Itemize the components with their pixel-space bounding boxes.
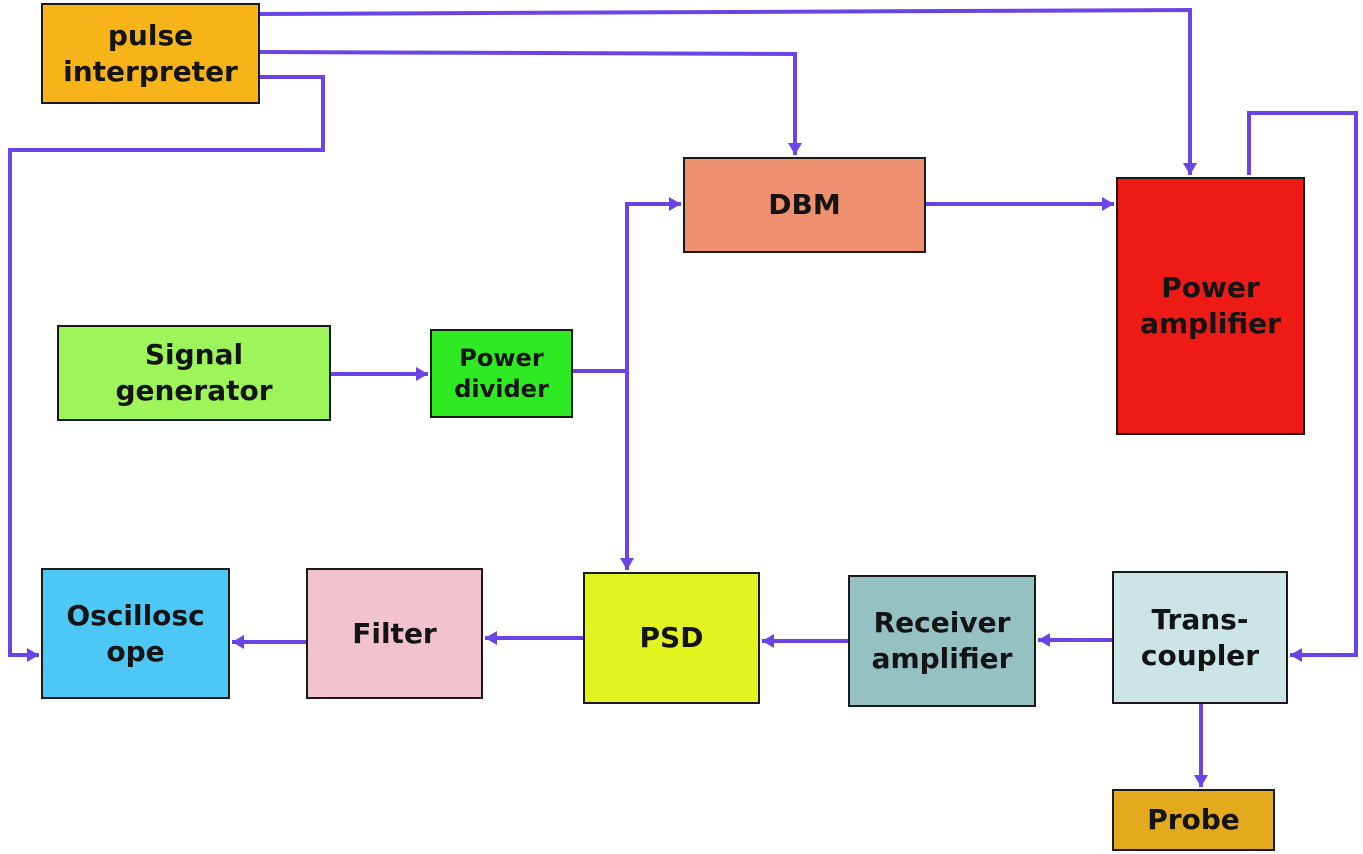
- filter-block: Filter: [306, 568, 483, 699]
- psd-to-filter-wire-arrowhead: [485, 631, 497, 645]
- power-amplifier-to-coupler-wire-arrowhead: [1290, 648, 1302, 662]
- pulse-to-oscilloscope-wire-arrowhead: [27, 648, 39, 662]
- filter-to-oscilloscope-wire-arrowhead: [232, 635, 244, 649]
- junction-to-dbm-wire-arrowhead: [669, 197, 681, 211]
- dbm-to-power-amplifier-wire-arrowhead: [1102, 197, 1114, 211]
- signal-to-divider-wire-arrowhead: [416, 367, 428, 381]
- receiver-to-psd-wire-arrowhead: [762, 634, 774, 648]
- psd-block: PSD: [583, 572, 760, 704]
- pulse-interpreter-block: pulse interpreter: [41, 3, 260, 104]
- probe-block: Probe: [1112, 789, 1275, 851]
- pulse-to-power-amplifier-wire-arrowhead: [1183, 163, 1197, 175]
- coupler-to-probe-wire-arrowhead: [1194, 775, 1208, 787]
- trans-coupler-block: Trans- coupler: [1112, 571, 1288, 704]
- pulse-to-dbm-wire-arrowhead: [788, 143, 802, 155]
- coupler-to-receiver-wire-arrowhead: [1038, 633, 1050, 647]
- receiver-amplifier-block: Receiver amplifier: [848, 575, 1036, 707]
- oscilloscope-block: Oscillosc ope: [41, 568, 230, 699]
- pulse-to-power-amplifier-wire: [259, 7, 1192, 175]
- power-amplifier-to-coupler-wire: [1247, 111, 1358, 657]
- power-amplifier-block: Power amplifier: [1116, 177, 1305, 435]
- junction-to-dbm-wire: [625, 202, 681, 371]
- pulse-to-oscilloscope-wire: [8, 75, 325, 657]
- signal-generator-block: Signal generator: [57, 325, 331, 421]
- dbm-block: DBM: [683, 157, 926, 253]
- power-divider-block: Power divider: [430, 329, 573, 418]
- pulse-to-dbm-wire: [259, 50, 797, 155]
- junction-to-psd-wire-arrowhead: [620, 558, 634, 570]
